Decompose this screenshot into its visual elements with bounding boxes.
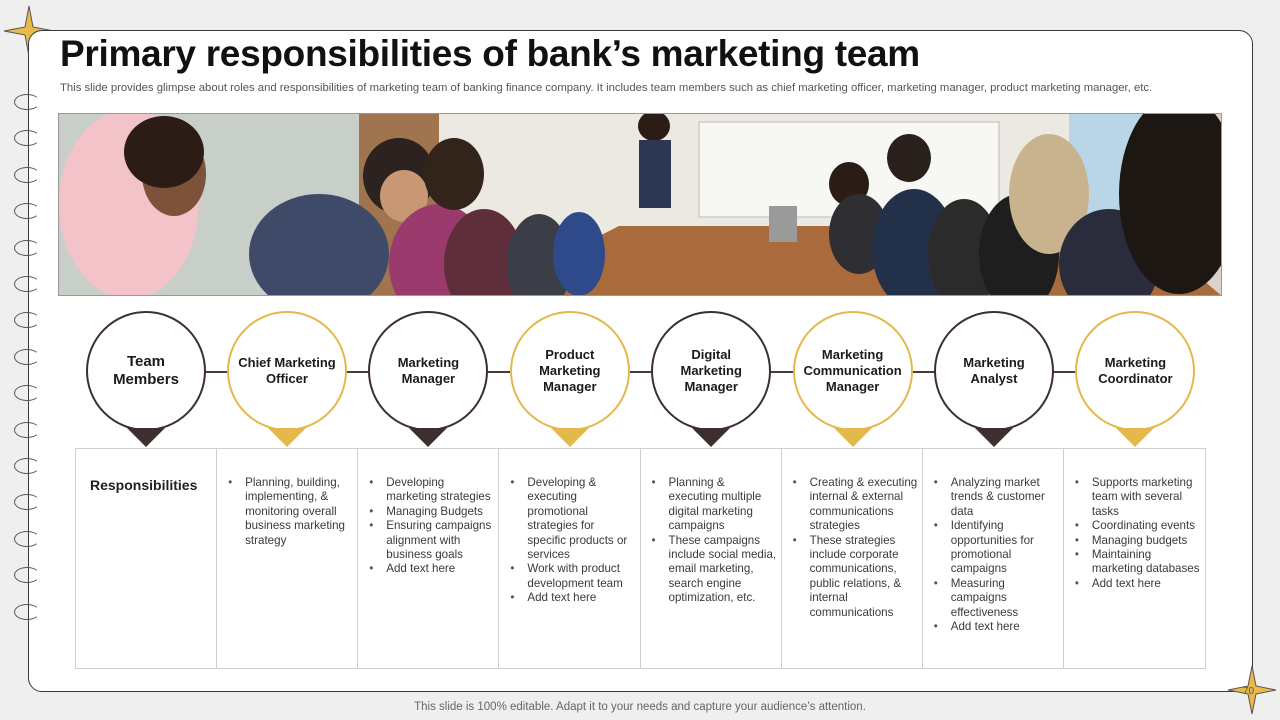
binder-ring (14, 276, 40, 292)
responsibility-item: Work with product development team (509, 562, 635, 591)
responsibility-cell: Analyzing market trends & customer dataI… (923, 449, 1064, 668)
timeline-connector (146, 371, 1136, 373)
responsibilities-table: Responsibilities Planning, building, imp… (75, 448, 1206, 669)
binder-ring (14, 603, 40, 620)
binder-ring (14, 385, 40, 402)
responsibility-cell: Planning & executing multiple digital ma… (641, 449, 782, 668)
responsibility-list: Creating & executing internal & external… (792, 476, 918, 620)
team-members-pointer (127, 428, 165, 447)
responsibility-item: Supports marketing team with several tas… (1074, 476, 1201, 519)
binder-ring (14, 239, 40, 256)
responsibility-item: Add text here (1074, 577, 1201, 592)
binder-ring (14, 421, 40, 438)
responsibility-item: Managing budgets (1074, 534, 1201, 549)
binder-ring (14, 130, 40, 147)
page-number: 70 (1243, 686, 1255, 697)
binder-ring (14, 567, 40, 584)
footer-note: This slide is 100% editable. Adapt it to… (414, 701, 866, 713)
page-title: Primary responsibilities of bank’s marke… (60, 33, 920, 74)
binder-ring (14, 94, 40, 110)
responsibility-item: Developing & executing promotional strat… (509, 476, 635, 562)
member-circle: Marketing Communication Manager (792, 311, 913, 431)
member-pointer (550, 428, 589, 447)
binder-ring (14, 494, 40, 511)
member-name: Marketing Analyst (963, 355, 1025, 386)
member-pointer (833, 428, 872, 447)
responsibility-list: Analyzing market trends & customer dataI… (933, 476, 1059, 635)
meeting-photo (58, 113, 1222, 296)
responsibility-list: Planning, building, implementing, & moni… (227, 476, 353, 548)
member-name: Marketing Coordinator (1098, 355, 1173, 386)
responsibility-item: These campaigns include social media, em… (651, 534, 777, 606)
responsibility-item: Add text here (368, 562, 494, 577)
responsibility-item: Add text here (933, 620, 1059, 635)
responsibilities-row-label: Responsibilities (90, 477, 198, 493)
responsibility-item: Measuring campaigns effectiveness (933, 577, 1059, 620)
responsibility-item: Planning, building, implementing, & moni… (227, 476, 353, 548)
member-pointer (409, 428, 448, 447)
team-members-header-label: Team Members (113, 353, 179, 388)
responsibility-list: Planning & executing multiple digital ma… (651, 476, 777, 606)
member-circle: Product Marketing Manager (509, 311, 630, 431)
member-circle: Marketing Analyst (934, 311, 1054, 431)
member-pointer (1116, 428, 1155, 447)
member-name: Product Marketing Manager (539, 347, 601, 394)
member-name: Digital Marketing Manager (680, 347, 742, 394)
team-members-header-circle: Team Members (86, 311, 206, 431)
responsibilities-header-cell: Responsibilities (76, 449, 218, 668)
responsibility-cell: Developing marketing strategiesManaging … (358, 449, 500, 668)
responsibility-item: These strategies include corporate commu… (792, 534, 918, 620)
member-circle: Chief Marketing Officer (227, 311, 347, 431)
member-circle: Marketing Manager (368, 311, 489, 431)
responsibility-item: Managing Budgets (368, 505, 494, 520)
member-circle: Marketing Coordinator (1075, 311, 1196, 431)
member-circle: Digital Marketing Manager (651, 311, 772, 431)
responsibility-cell: Developing & executing promotional strat… (499, 449, 641, 668)
member-name: Marketing Communication Manager (803, 347, 902, 394)
responsibility-item: Creating & executing internal & external… (792, 476, 918, 534)
member-pointer (268, 428, 306, 447)
member-name: Chief Marketing Officer (238, 355, 336, 386)
binder-ring (14, 348, 40, 365)
binder-ring (14, 203, 40, 220)
page-subtitle: This slide provides glimpse about roles … (60, 82, 1153, 94)
responsibility-item: Ensuring campaigns alignment with busine… (368, 519, 494, 562)
star-decoration-bottom-right (1227, 665, 1277, 715)
binder-ring (14, 166, 40, 183)
responsibility-cell: Creating & executing internal & external… (782, 449, 923, 668)
member-pointer (975, 428, 1013, 447)
member-name: Marketing Manager (397, 355, 460, 386)
responsibility-item: Identifying opportunities for promotiona… (933, 519, 1059, 577)
responsibility-cell: Planning, building, implementing, & moni… (217, 449, 359, 668)
responsibility-item: Planning & executing multiple digital ma… (651, 476, 777, 534)
binder-ring (14, 458, 40, 474)
responsibility-item: Developing marketing strategies (368, 476, 494, 505)
responsibility-item: Add text here (509, 591, 635, 606)
responsibility-item: Maintaining marketing databases (1074, 548, 1201, 577)
binder-ring (14, 312, 40, 329)
responsibility-cell: Supports marketing team with several tas… (1064, 449, 1205, 668)
responsibility-list: Supports marketing team with several tas… (1074, 476, 1201, 592)
responsibility-item: Coordinating events (1074, 519, 1201, 534)
responsibility-item: Analyzing market trends & customer data (933, 476, 1059, 519)
responsibility-list: Developing & executing promotional strat… (509, 476, 635, 606)
binder-ring (14, 530, 40, 547)
member-pointer (692, 428, 731, 447)
responsibility-list: Developing marketing strategiesManaging … (368, 476, 494, 577)
